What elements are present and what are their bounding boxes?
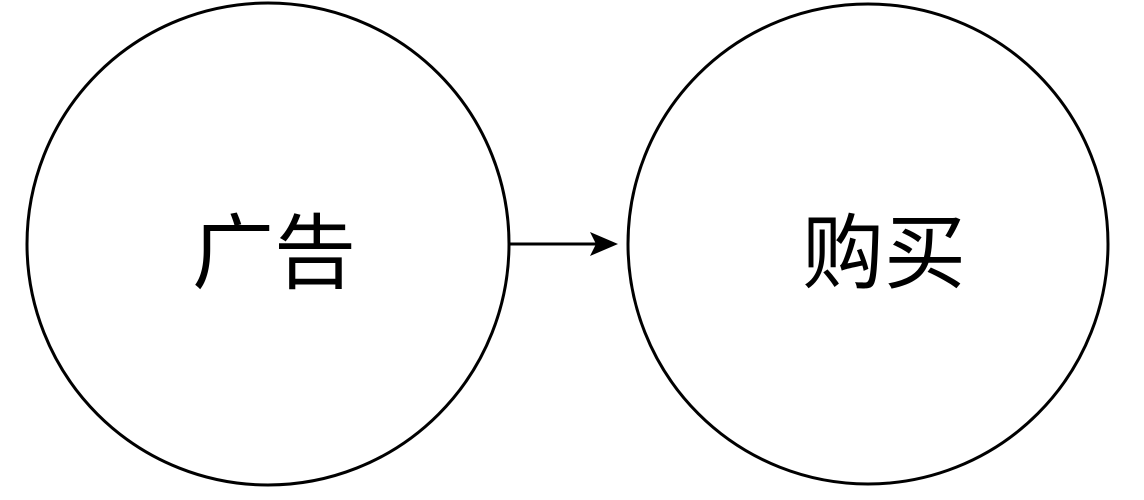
arrowhead-icon bbox=[590, 232, 618, 256]
node-advertising-label: 广告 bbox=[192, 207, 356, 302]
node-advertising-circle bbox=[25, 1, 511, 487]
node-purchase-label: 购买 bbox=[802, 207, 966, 302]
node-advertising: 广告 bbox=[25, 1, 511, 487]
node-purchase: 购买 bbox=[626, 2, 1110, 486]
edge-advertising-to-purchase bbox=[510, 232, 618, 256]
node-purchase-circle bbox=[626, 2, 1110, 486]
